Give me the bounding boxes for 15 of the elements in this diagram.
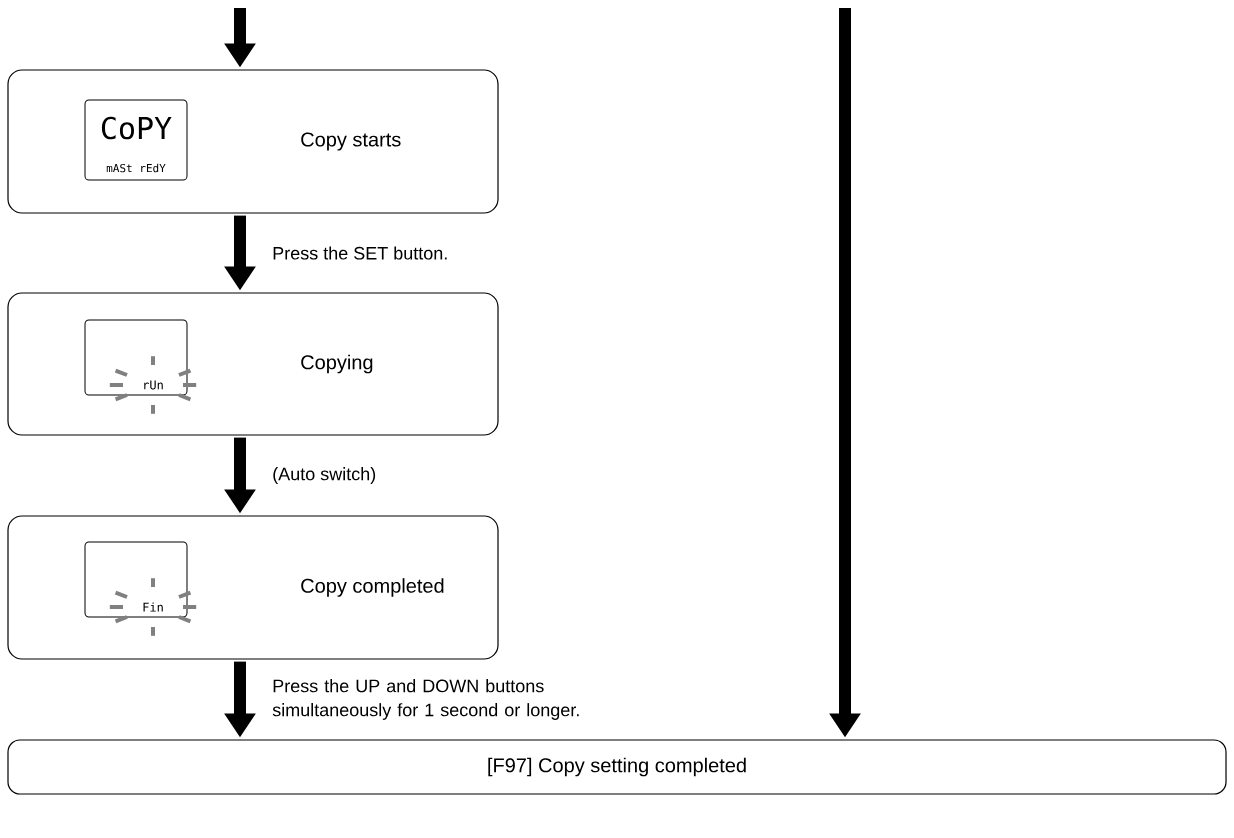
step-box [7,292,499,436]
step-text: Copying [301,354,373,374]
step-box [7,515,499,660]
step-text: Copy starts [301,132,401,151]
result-box [7,739,1227,795]
edge-label: Press the UP and DOWN buttons simultaneously for 1 second or longer. [272,679,579,720]
lcd-text: rUn [144,380,163,390]
edge-label: (Auto switch) [273,467,376,484]
step-text: Copy completed [301,578,444,597]
edge-label: Press the SET button. [273,246,447,260]
lcd-text: Fin [143,602,163,612]
step-box [7,69,499,214]
lcd-text: mASt rEdY [106,163,166,173]
lcd-text: CoPY [101,116,172,140]
result-text: [F97] Copy setting completed [488,757,746,777]
